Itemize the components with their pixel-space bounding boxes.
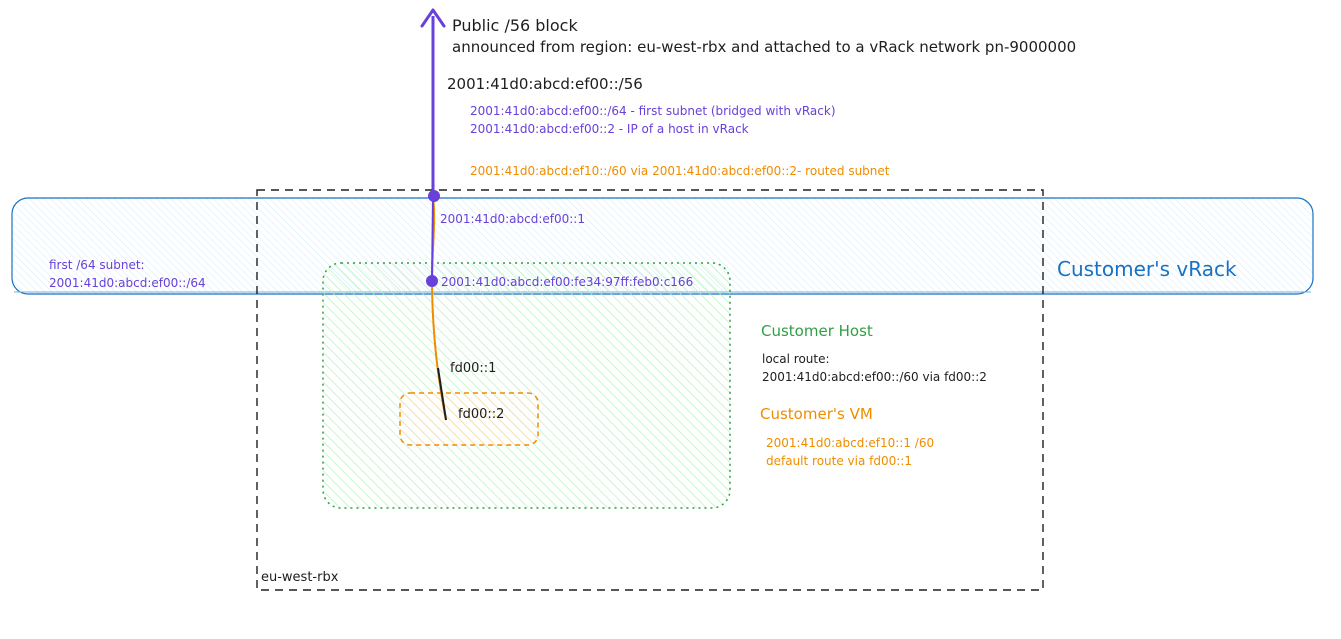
host-route-label: local route:: [762, 352, 830, 366]
vrack-link: [431, 195, 434, 282]
vm-box: [399, 392, 539, 446]
public-block-subtitle: announced from region: eu-west-rbx and a…: [452, 38, 1077, 56]
host-vrack-dot: [426, 275, 438, 287]
host-label: Customer Host: [761, 322, 873, 340]
routed-subnet-line: 2001:41d0:abcd:ef10::/60 via 2001:41d0:a…: [470, 164, 890, 178]
host-ip-line: 2001:41d0:abcd:ef00::2 - IP of a host in…: [470, 122, 749, 136]
vm-label: Customer's VM: [760, 405, 873, 423]
first-subnet-line: 2001:41d0:abcd:ef00::/64 - first subnet …: [470, 104, 836, 118]
vrack-subnet-label-1: first /64 subnet:: [49, 258, 145, 272]
region-label: eu-west-rbx: [261, 570, 339, 585]
host-box: [322, 262, 731, 509]
veth-link: [437, 367, 447, 421]
region-box: [256, 189, 1044, 591]
gateway-dot: [428, 190, 440, 202]
public-block-prefix: 2001:41d0:abcd:ef00::/56: [447, 75, 643, 93]
host-route-value: 2001:41d0:abcd:ef00::/60 via fd00::2: [762, 370, 987, 384]
vrack-label: Customer's vRack: [1057, 257, 1237, 281]
vm-default-route: default route via fd00::1: [766, 454, 912, 468]
vm-link-ip: fd00::2: [458, 407, 505, 422]
public-block-arrow-head: [420, 8, 446, 28]
public-block-title: Public /56 block: [452, 16, 578, 35]
vrack-gateway-ip: 2001:41d0:abcd:ef00::1: [440, 212, 585, 226]
vm-ip: 2001:41d0:abcd:ef10::1 /60: [766, 436, 935, 450]
vrack-subnet-label-2: 2001:41d0:abcd:ef00::/64: [49, 276, 206, 290]
host-vrack-ip: 2001:41d0:abcd:ef00:fe34:97ff:feb0:c166: [441, 275, 694, 289]
host-link-ip: fd00::1: [450, 361, 497, 376]
